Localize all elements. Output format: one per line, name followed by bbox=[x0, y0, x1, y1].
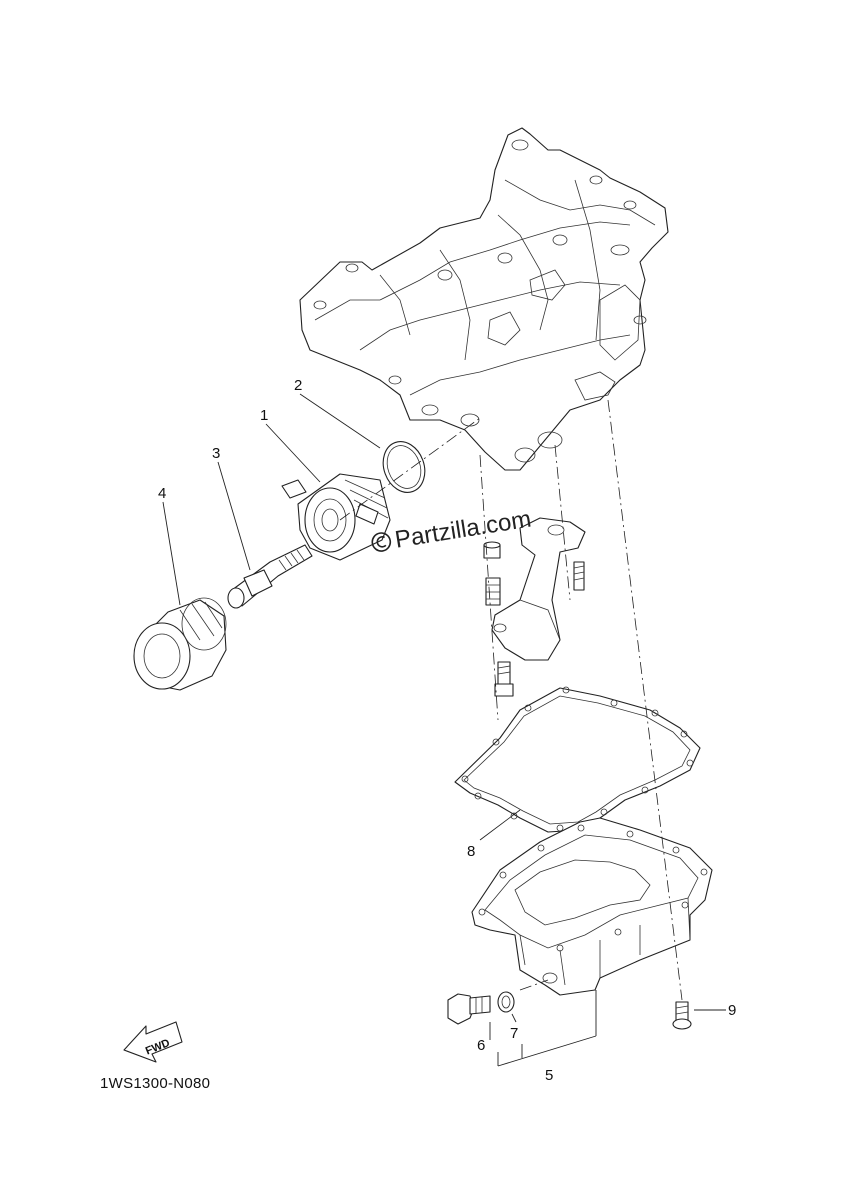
gasket-bolt-holes bbox=[461, 686, 694, 832]
o-ring bbox=[382, 441, 426, 493]
callout-4: 4 bbox=[158, 485, 166, 502]
oil-pan-gasket bbox=[454, 686, 701, 833]
fwd-arrow-icon: FWD bbox=[123, 1021, 183, 1063]
union-bolt bbox=[227, 544, 313, 609]
oil-filter bbox=[133, 597, 227, 691]
watermark-text: Partzilla.com bbox=[393, 505, 533, 553]
callout-7: 7 bbox=[510, 1025, 518, 1042]
leader-lines bbox=[162, 393, 726, 1067]
callouts: 1 2 3 4 5 6 7 8 9 bbox=[158, 377, 736, 1084]
oil-strainer bbox=[491, 517, 586, 661]
catalog-code: 1WS1300-N080 bbox=[100, 1075, 210, 1092]
callout-1: 1 bbox=[260, 407, 268, 424]
oil-pan bbox=[471, 817, 713, 996]
callout-9: 9 bbox=[728, 1002, 736, 1019]
crankcase bbox=[299, 127, 669, 471]
callout-2: 2 bbox=[294, 377, 302, 394]
copyright-icon bbox=[371, 532, 392, 552]
callout-5: 5 bbox=[545, 1067, 553, 1084]
callout-3: 3 bbox=[212, 445, 220, 462]
callout-6: 6 bbox=[477, 1037, 485, 1054]
drain-bolt bbox=[447, 993, 491, 1025]
oil-pan-bolt-holes bbox=[478, 824, 708, 952]
drain-washer bbox=[497, 991, 515, 1013]
relief-valve-parts bbox=[483, 541, 501, 606]
oil-cooler bbox=[281, 473, 391, 561]
strainer-bolts bbox=[494, 561, 585, 697]
callout-8: 8 bbox=[467, 843, 475, 860]
assembly-centerlines bbox=[339, 399, 683, 1001]
watermark: Partzilla.com bbox=[371, 505, 533, 554]
flange-bolt bbox=[672, 1001, 692, 1030]
